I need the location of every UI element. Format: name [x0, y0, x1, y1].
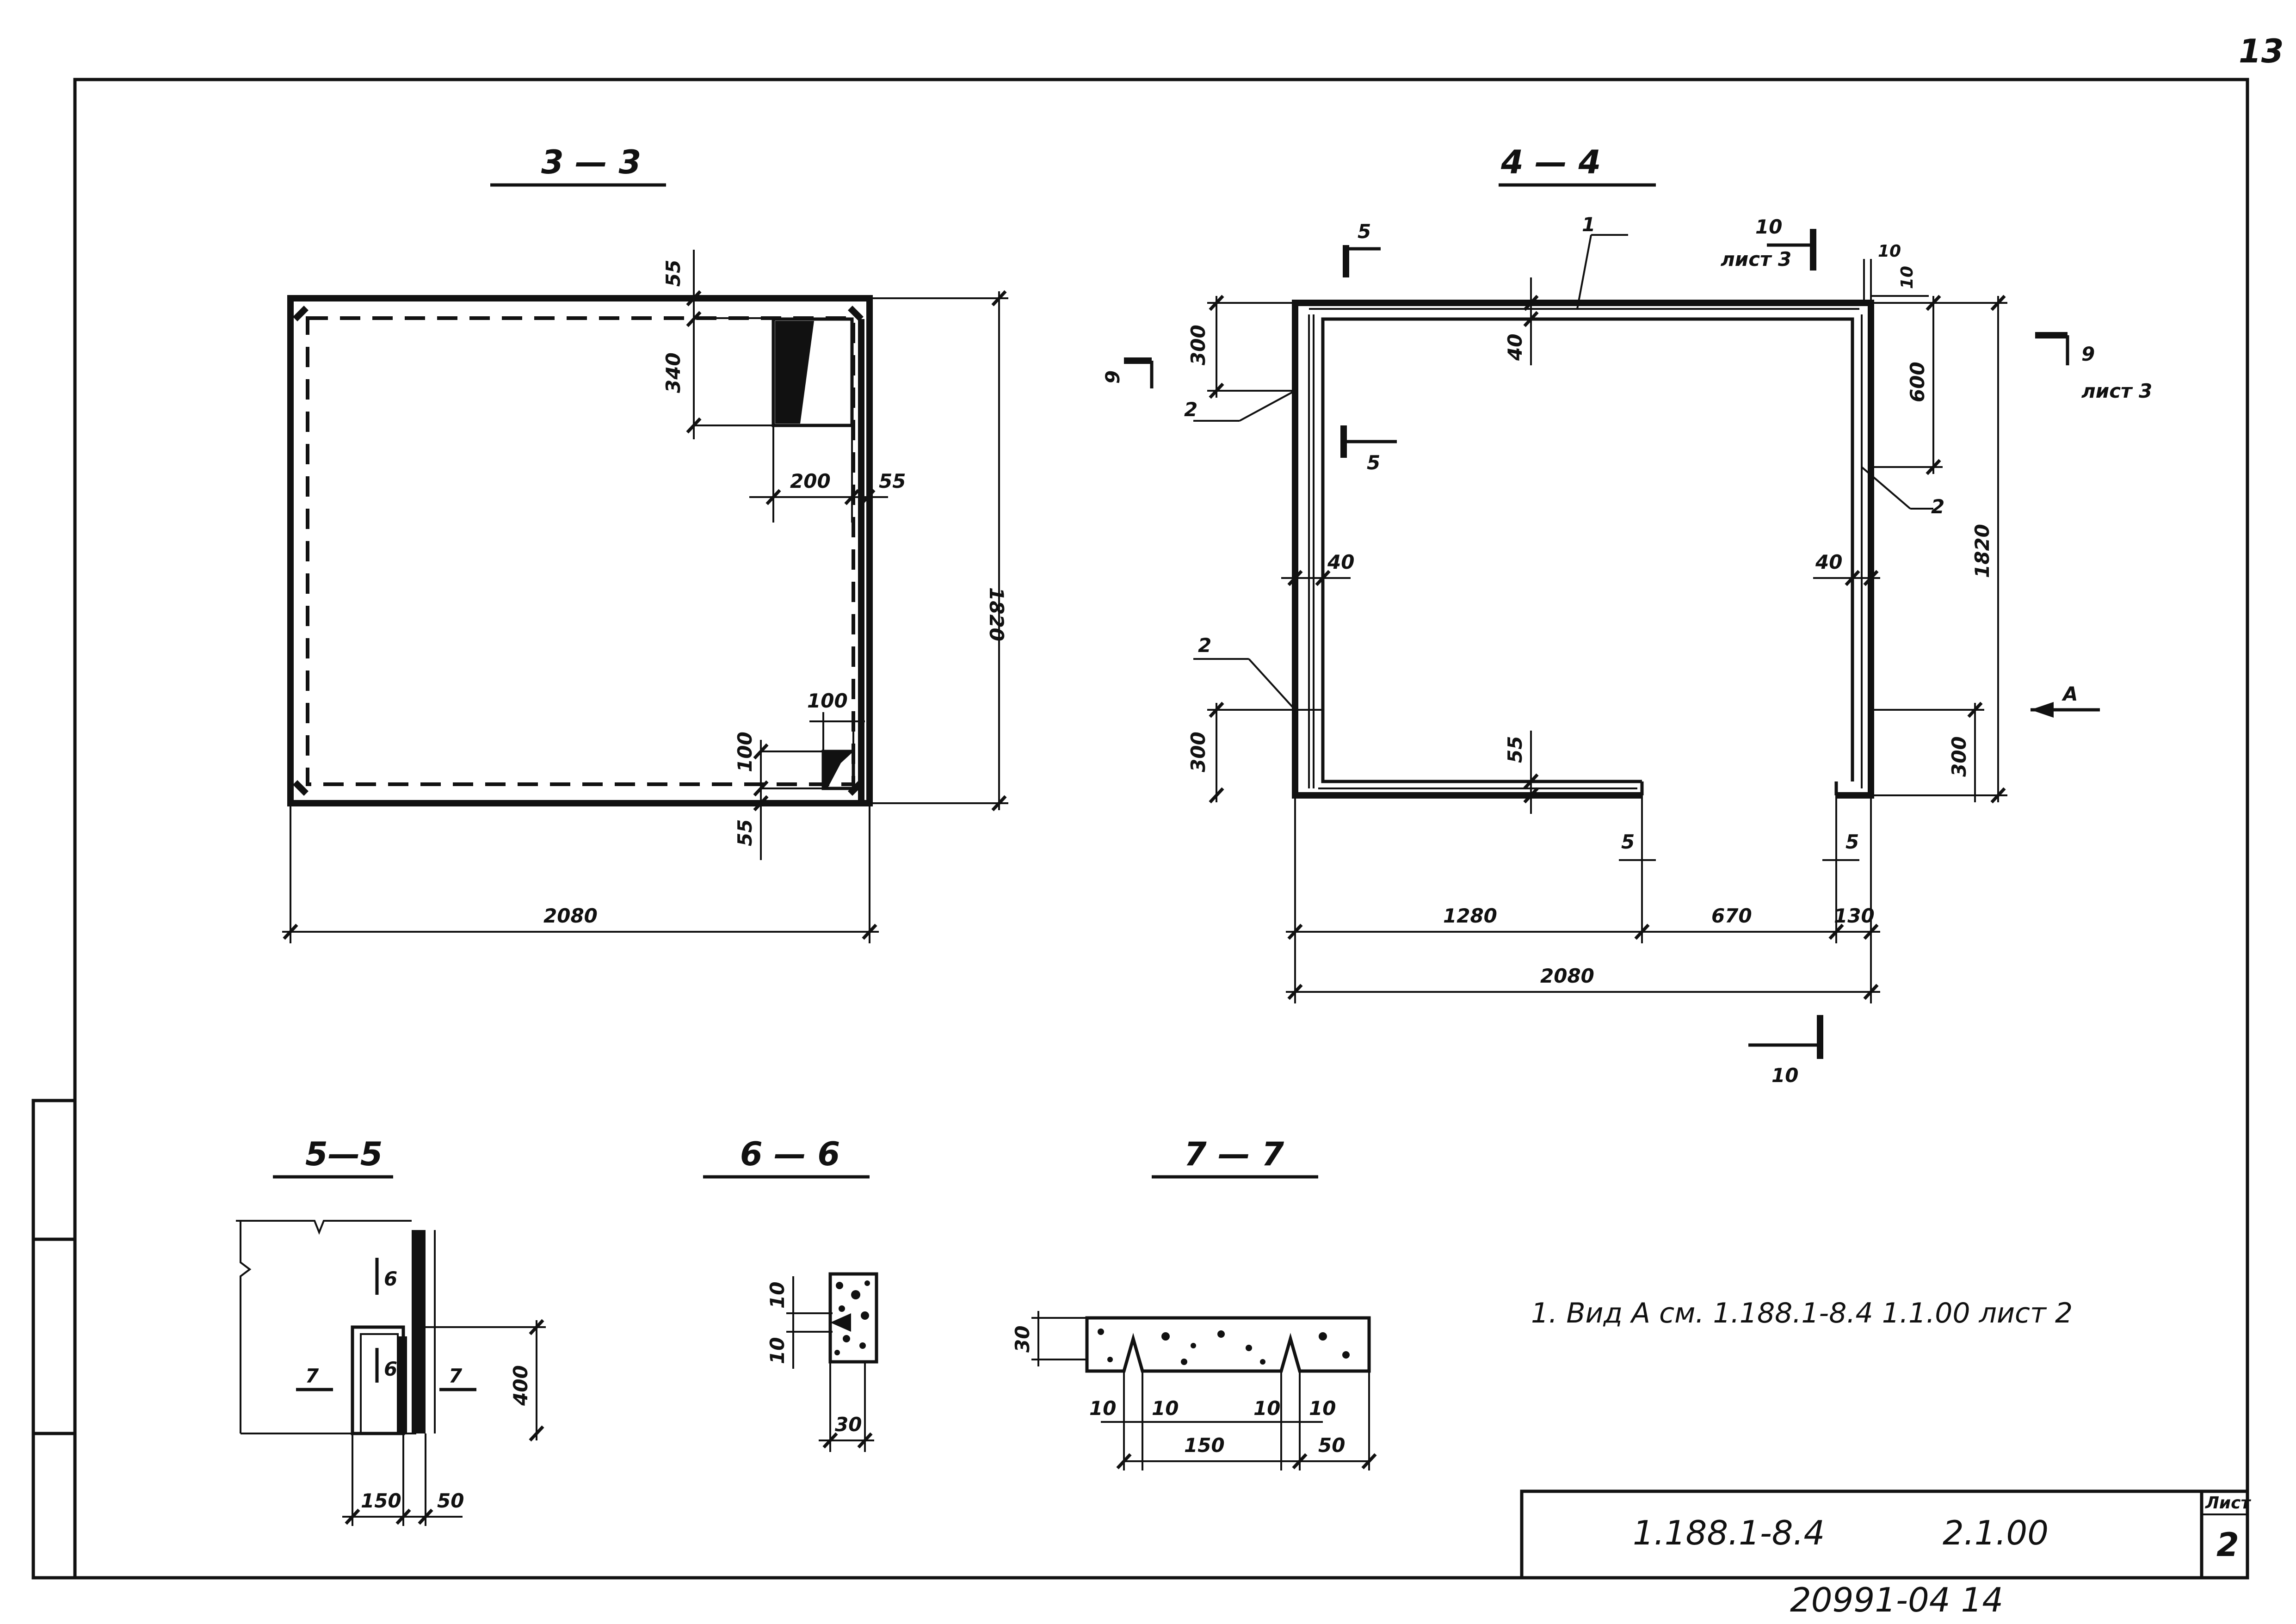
dim-77-10-b: 10	[1152, 1397, 1179, 1420]
section-7-7-body	[1085, 1316, 1371, 1373]
dim-44-seg-130: 130	[1834, 904, 1875, 927]
view-a-label: A	[2061, 683, 2078, 705]
dim-33-bottom-gap: 55	[734, 819, 756, 846]
section-4-4: 4 — 4 1 5 5 9 9 лист 3	[1101, 143, 2152, 1087]
dim-66-10-bottom: 10	[766, 1337, 789, 1364]
page-number: 13	[2239, 32, 2284, 70]
section-6-6-title: 6 — 6	[740, 1135, 840, 1173]
cut-5-mid: 5	[1367, 451, 1380, 474]
dim-44-left-300-bottom: 300	[1187, 732, 1210, 772]
section-7-7-title: 7 — 7	[1184, 1135, 1284, 1173]
section-6-6: 6 — 6 10 10 30	[703, 1135, 878, 1452]
dim-44-seg-670: 670	[1711, 904, 1752, 927]
cut-5-top: 5	[1358, 220, 1371, 243]
dim-44-right-40: 40	[1815, 551, 1842, 573]
dim-44-left-300-top: 300	[1187, 325, 1210, 365]
dim-44-bottom-55: 55	[1504, 736, 1526, 763]
embedded-plate-top	[772, 317, 854, 427]
section-4-4-title: 4 — 4	[1500, 143, 1601, 181]
dim-44-total-2080: 2080	[1540, 965, 1594, 987]
dim-44-seg-1280: 1280	[1443, 904, 1497, 927]
dim-77-50: 50	[1318, 1434, 1345, 1457]
dim-33-top-gap: 55	[662, 260, 685, 287]
dim-77-30: 30	[1011, 1326, 1034, 1353]
title-series: 1.188.1-8.4	[1633, 1513, 1825, 1552]
dim-77-10-c: 10	[1253, 1397, 1280, 1420]
general-note: 1. Вид А см. 1.188.1-8.4 1.1.00 лист 2	[1531, 1297, 2073, 1329]
dim-66-10-top: 10	[766, 1282, 789, 1309]
panel-4-4-inner	[1321, 317, 1854, 783]
slab-3-3-rebar	[306, 316, 855, 786]
title-sheet-number: 2	[2216, 1526, 2239, 1564]
dim-77-150: 150	[1184, 1434, 1225, 1457]
section-6-6-body	[828, 1272, 878, 1364]
dim-44-10-b: 10	[1898, 266, 1917, 289]
dim-33-small-height: 100	[734, 732, 756, 772]
label-pos-1: 1	[1582, 213, 1595, 236]
section-5-5: 5—5 6 6 7 7 400 150 50	[236, 1135, 546, 1526]
dim-33-width-total: 2080	[543, 904, 598, 927]
slab-3-3-outline	[287, 295, 873, 806]
dim-55-w-50: 50	[437, 1489, 464, 1512]
sheet-frame	[31, 78, 2249, 1580]
dim-44-top-40: 40	[1504, 334, 1526, 361]
dim-55-w-150: 150	[361, 1489, 401, 1512]
dim-33-right-gap: 55	[879, 470, 906, 492]
dim-44-right-300: 300	[1948, 736, 1970, 777]
dim-55-height-400: 400	[509, 1365, 532, 1406]
cut-9-sheet: лист 3	[2081, 380, 2152, 402]
dim-77-10-d: 10	[1309, 1397, 1336, 1420]
label-pos-2-left-bottom: 2	[1198, 634, 1211, 657]
panel-4-4-outer	[1292, 300, 1874, 799]
mark-7-right: 7	[449, 1365, 463, 1387]
label-pos-2-right: 2	[1931, 495, 1944, 518]
dim-44-bottom-5-right: 5	[1845, 830, 1859, 853]
title-code: 2.1.00	[1943, 1513, 2049, 1552]
section-3-3: 3 — 3 55 340 200 55	[282, 143, 1008, 943]
title-sheet-label: Лист	[2205, 1494, 2251, 1513]
inventory-number: 20991-04 14	[1790, 1581, 2003, 1619]
title-block: 1.188.1-8.4 2.1.00 Лист 2	[1520, 1489, 2251, 1580]
label-pos-2-left-top: 2	[1184, 398, 1197, 421]
dim-33-small-width: 100	[807, 689, 848, 712]
mark-6-top: 6	[384, 1267, 397, 1290]
section-3-3-title: 3 — 3	[541, 143, 641, 181]
dim-44-right-600: 600	[1906, 362, 1929, 402]
cut-10-bottom: 10	[1771, 1064, 1798, 1087]
dim-44-bottom-5-left: 5	[1621, 830, 1635, 853]
mark-7-left: 7	[305, 1365, 319, 1387]
dim-44-10-a: 10	[1878, 242, 1901, 261]
dim-33-height-total: 1820	[985, 587, 1008, 641]
dim-44-left-40: 40	[1327, 551, 1354, 573]
dim-33-opening-width: 200	[790, 470, 831, 492]
cut-9-left: 9	[1101, 370, 1124, 384]
dim-33-opening-height: 340	[662, 352, 685, 393]
cut-9-right: 9	[2081, 343, 2095, 365]
dim-66-30: 30	[835, 1413, 862, 1436]
section-7-7: 7 — 7 30 10 10 10 10 150 50	[1011, 1135, 1377, 1470]
cut-10-top: 10	[1755, 215, 1782, 238]
cut-10-sheet: лист 3	[1721, 248, 1791, 271]
mark-6-inner: 6	[384, 1358, 397, 1380]
section-5-5-title: 5—5	[305, 1135, 383, 1173]
dim-77-10-a: 10	[1089, 1397, 1116, 1420]
dim-44-height-1820: 1820	[1971, 524, 1994, 578]
embedded-plate-bottom	[821, 750, 855, 790]
